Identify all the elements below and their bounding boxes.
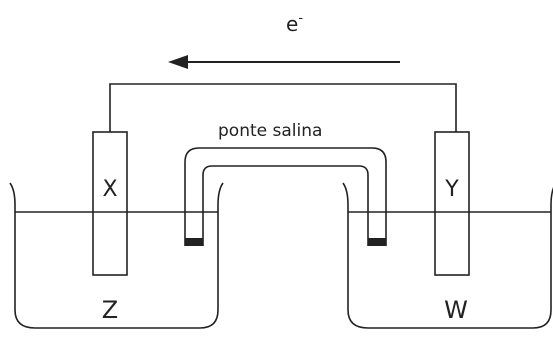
salt-bridge-label: ponte salina <box>218 121 322 141</box>
electron-label: e- <box>286 11 303 36</box>
left-solution-label: Z <box>102 296 118 324</box>
external-wire <box>109 83 457 132</box>
left-beaker <box>9 182 224 329</box>
electron-charge: - <box>298 11 303 26</box>
electron-symbol: e <box>286 12 298 36</box>
salt-bridge <box>184 147 387 246</box>
salt-bridge-right-plug <box>368 238 386 246</box>
salt-bridge-left-plug <box>185 238 203 246</box>
left-electrode-label: X <box>102 177 117 202</box>
left-electrode <box>92 131 128 276</box>
right-solution-label: W <box>444 296 468 324</box>
right-electrode <box>434 131 470 276</box>
right-electrode-label: Y <box>444 177 459 202</box>
electron-flow-arrow <box>168 55 400 69</box>
right-beaker <box>342 182 553 329</box>
